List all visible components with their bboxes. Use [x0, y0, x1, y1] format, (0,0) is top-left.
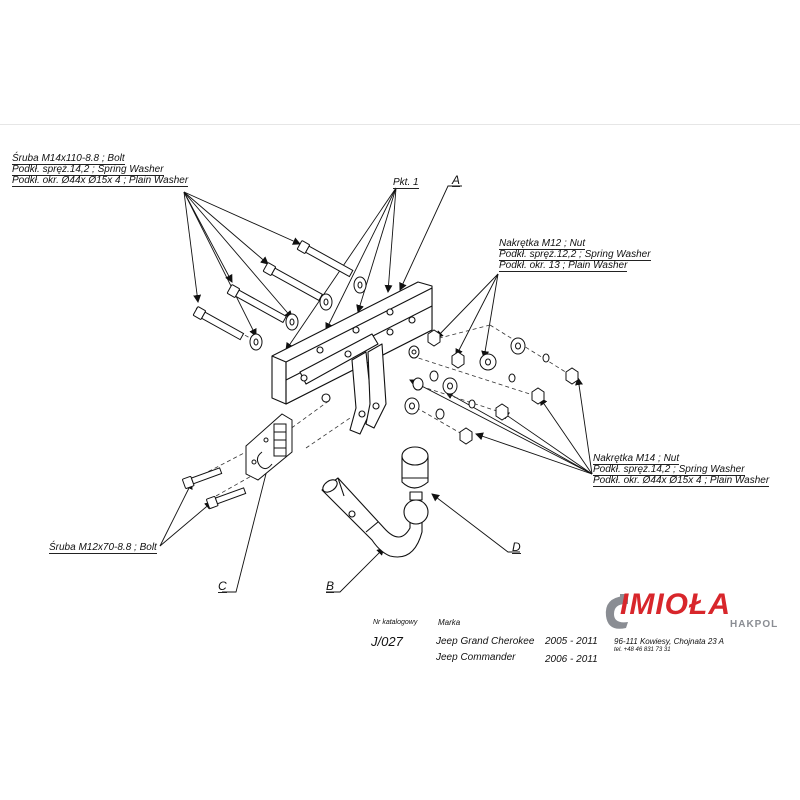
right-hardware — [404, 329, 579, 445]
label-d: D — [512, 540, 521, 554]
callout-nut-m12-line3: Podkł. okr. 13 ; Plain Washer — [499, 260, 628, 272]
callout-bolt-m14-line3: Podkł. okr. Ø44x Ø15x 4 ; Plain Washer — [12, 175, 189, 187]
top-divider — [0, 124, 800, 125]
callout-bolt-m12: Śruba M12x70-8.8 ; Bolt — [49, 542, 157, 554]
leader-c — [222, 457, 273, 593]
callout-nut-m12-line2: Podkł. spręż.12,2 ; Spring Washer — [499, 249, 651, 261]
m14-washers-left — [249, 276, 367, 351]
center-hanger — [321, 343, 387, 435]
leader-d — [431, 493, 520, 553]
ball-cover-d — [401, 446, 429, 489]
tow-bar-b — [321, 477, 429, 558]
m12-bolts — [182, 467, 247, 509]
callout-nut-m12-line1: Nakrętka M12 ; Nut — [499, 238, 586, 250]
side-plate-c — [245, 413, 293, 481]
callout-bolt-m14-line1: Śruba M14x110-8.8 ; Bolt — [12, 153, 125, 165]
hakpol-hook-icon — [605, 594, 628, 629]
m14-bolts — [192, 240, 354, 341]
catalog-number-label: Nr katalogowy — [373, 619, 418, 626]
company-address: 96-111 Kowiesy, Chojnata 23 A — [614, 637, 724, 646]
leaders-nut-m12 — [435, 273, 499, 359]
label-b: B — [326, 579, 335, 593]
callout-pkt1: Pkt. 1 — [393, 177, 419, 189]
leader-b — [326, 547, 385, 593]
vehicle-2-name: Jeep Commander — [436, 652, 516, 663]
company-phone: tel. +48 46 831 73 31 — [614, 647, 671, 653]
callout-nut-m14-line3: Podkł. okr. Ø44x Ø15x 4 ; Plain Washer — [593, 475, 770, 487]
brand-sub: HAKPOL — [730, 619, 779, 630]
callout-nut-m14-line2: Podkł. spręż.14,2 ; Spring Washer — [593, 464, 745, 476]
vehicle-1-name: Jeep Grand Cherokee — [436, 636, 535, 647]
brand-name: IMIOŁA — [620, 588, 731, 621]
company-logo: IMIOŁA HAKPOL — [598, 588, 777, 638]
brand-label: Marka — [438, 618, 461, 627]
leaders-bolt-m14 — [183, 191, 301, 337]
label-a: A — [452, 173, 461, 187]
callout-nut-m14-line1: Nakrętka M14 ; Nut — [593, 453, 680, 465]
leaders-bolt-m12 — [159, 481, 213, 547]
bracket-a — [271, 281, 433, 405]
callout-bolt-m14-line2: Podkł. spręż.14,2 ; Spring Washer — [12, 164, 164, 176]
vehicle-2-years: 2006 - 2011 — [545, 654, 598, 665]
leaders-nut-m14 — [409, 377, 593, 475]
leader-a — [399, 185, 462, 291]
vehicle-1-years: 2005 - 2011 — [545, 636, 598, 647]
catalog-number: J/027 — [371, 634, 403, 649]
label-c: C — [218, 579, 227, 593]
